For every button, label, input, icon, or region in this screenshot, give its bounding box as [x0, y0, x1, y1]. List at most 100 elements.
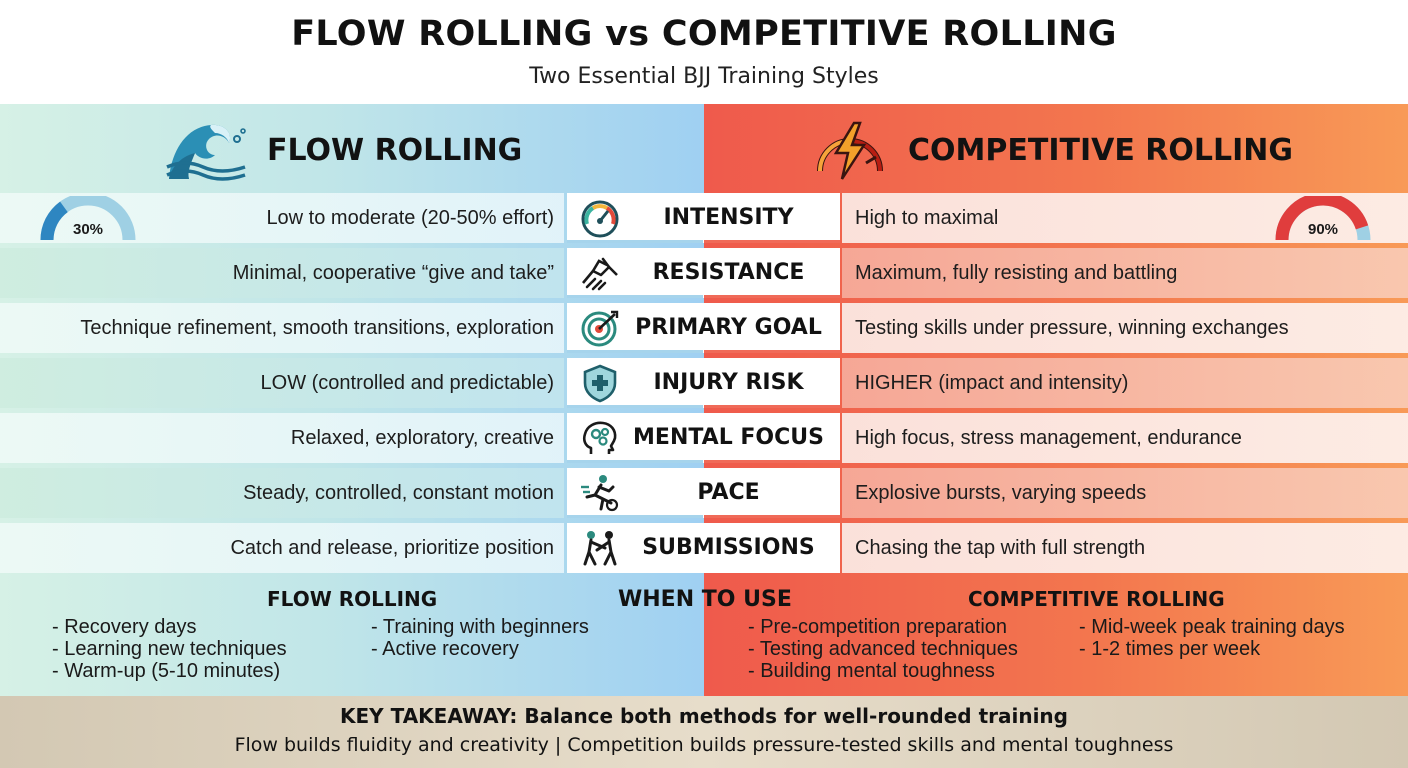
wave-icon — [166, 124, 246, 181]
list-item: - Building mental toughness — [748, 660, 995, 682]
competitive-cell: High focus, stress management, endurance — [842, 413, 1408, 463]
category-label: PRIMARY GOAL — [635, 315, 822, 340]
competitive-intensity-gauge: 90% — [1273, 192, 1373, 244]
key-takeaway-detail: Flow builds fluidity and creativity | Co… — [234, 734, 1174, 756]
competitive-usage-list: - Mid-week peak training days - 1-2 time… — [1079, 616, 1345, 660]
category-cell: SUBMISSIONS — [567, 523, 840, 573]
competitive-value: Chasing the tap with full strength — [855, 537, 1146, 559]
flow-cell: 30% Low to moderate (20-50% effort) — [0, 192, 564, 244]
category-label: RESISTANCE — [652, 260, 805, 285]
flow-cell: Steady, controlled, constant motion — [0, 468, 564, 518]
flow-usage-list: - Recovery days - Learning new technique… — [52, 616, 287, 682]
competitive-value: HIGHER (impact and intensity) — [855, 372, 1129, 394]
list-item: - Testing advanced techniques — [748, 638, 1018, 660]
competitive-cell: Maximum, fully resisting and battling — [842, 248, 1408, 298]
list-item: - Warm-up (5-10 minutes) — [52, 660, 281, 682]
category-label: PACE — [697, 480, 760, 505]
flow-heading-label: FLOW ROLLING — [267, 132, 523, 168]
category-cell: INTENSITY — [567, 193, 840, 243]
key-takeaway-footer: KEY TAKEAWAY: Balance both methods for w… — [0, 696, 1408, 768]
divider — [704, 405, 840, 408]
competitive-cell: High to maximal 90% — [842, 192, 1408, 244]
competitive-cell: Explosive bursts, varying speeds — [842, 468, 1408, 518]
flow-value: Catch and release, prioritize position — [230, 537, 554, 559]
competitive-heading: COMPETITIVE ROLLING — [810, 118, 1293, 182]
flow-cell: LOW (controlled and predictable) — [0, 358, 564, 408]
handshake-icon — [582, 257, 618, 291]
divider — [567, 350, 703, 353]
flow-usage-list: - Training with beginners - Active recov… — [371, 616, 589, 660]
flow-value: LOW (controlled and predictable) — [260, 372, 554, 394]
comparison-row-resistance: Minimal, cooperative “give and take” RES… — [0, 248, 1408, 298]
category-label: INTENSITY — [663, 205, 794, 230]
brain-icon — [582, 421, 617, 454]
comparison-row-pace: Steady, controlled, constant motion PACE… — [0, 468, 1408, 518]
divider — [704, 350, 840, 353]
category-cell: MENTAL FOCUS — [567, 413, 840, 463]
flow-value: Relaxed, exploratory, creative — [290, 427, 554, 449]
key-takeaway: KEY TAKEAWAY: Balance both methods for w… — [340, 704, 1068, 728]
competitive-value: Testing skills under pressure, winning e… — [855, 317, 1289, 339]
divider — [567, 240, 703, 243]
lightning-gauge-icon — [817, 121, 883, 180]
competitive-cell: HIGHER (impact and intensity) — [842, 358, 1408, 408]
flow-value: Steady, controlled, constant motion — [243, 482, 554, 504]
flow-value: Minimal, cooperative “give and take” — [232, 262, 554, 284]
category-label: INJURY RISK — [653, 370, 804, 395]
shield-icon — [583, 364, 617, 403]
flow-heading: FLOW ROLLING — [165, 118, 522, 182]
flow-value: Technique refinement, smooth transitions… — [80, 317, 554, 339]
comparison-row-intensity: 30% Low to moderate (20-50% effort) INTE… — [0, 192, 1408, 244]
list-item: - Pre-competition preparation — [748, 616, 1008, 638]
list-item: - Training with beginners — [371, 616, 589, 638]
when-to-use-heading: WHEN TO USE — [618, 587, 792, 612]
competitive-value: Explosive bursts, varying speeds — [855, 482, 1147, 504]
category-cell: INJURY RISK — [567, 358, 840, 408]
flow-value: Low to moderate (20-50% effort) — [266, 207, 554, 229]
flow-cell: Relaxed, exploratory, creative — [0, 413, 564, 463]
divider — [567, 460, 703, 463]
comparison-row-submissions: Catch and release, prioritize position S… — [0, 523, 1408, 573]
divider — [704, 460, 840, 463]
competitive-value: Maximum, fully resisting and battling — [855, 262, 1178, 284]
list-item: - Learning new techniques — [52, 638, 287, 660]
divider — [704, 240, 840, 243]
comparison-row-primary-goal: Technique refinement, smooth transitions… — [0, 303, 1408, 353]
category-label: SUBMISSIONS — [642, 535, 815, 560]
competitive-value: High to maximal — [855, 207, 999, 229]
competitive-cell: Chasing the tap with full strength — [842, 523, 1408, 573]
gauge-icon — [581, 200, 619, 238]
competitive-usage-list: - Pre-competition preparation - Testing … — [748, 616, 1018, 682]
category-cell: PRIMARY GOAL — [567, 303, 840, 353]
flow-intensity-gauge: 30% — [38, 192, 138, 244]
page-subtitle: Two Essential BJJ Training Styles — [529, 64, 879, 89]
divider — [567, 295, 703, 298]
category-cell: PACE — [567, 468, 840, 518]
flow-cell: Catch and release, prioritize position — [0, 523, 564, 573]
competitive-value: High focus, stress management, endurance — [855, 427, 1242, 449]
target-icon — [581, 310, 619, 347]
competitive-cell: Testing skills under pressure, winning e… — [842, 303, 1408, 353]
flow-usage-title: FLOW ROLLING — [267, 587, 438, 611]
flow-cell: Minimal, cooperative “give and take” — [0, 248, 564, 298]
divider — [567, 515, 703, 518]
divider — [567, 405, 703, 408]
list-item: - Mid-week peak training days — [1079, 616, 1345, 638]
list-item: - 1-2 times per week — [1079, 638, 1261, 660]
comparison-row-injury-risk: LOW (controlled and predictable) INJURY … — [0, 358, 1408, 408]
competitive-usage-title: COMPETITIVE ROLLING — [968, 587, 1225, 611]
list-item: - Recovery days — [52, 616, 197, 638]
runner-icon — [581, 475, 619, 512]
competitive-gauge-label: 90% — [1307, 221, 1339, 238]
page-title: FLOW ROLLING vs COMPETITIVE ROLLING — [291, 14, 1117, 54]
list-item: - Active recovery — [371, 638, 519, 660]
divider — [704, 515, 840, 518]
category-label: MENTAL FOCUS — [633, 425, 824, 450]
flow-cell: Technique refinement, smooth transitions… — [0, 303, 564, 353]
flow-gauge-label: 30% — [72, 221, 104, 238]
comparison-row-mental-focus: Relaxed, exploratory, creative MENTAL FO… — [0, 413, 1408, 463]
divider — [704, 295, 840, 298]
category-cell: RESISTANCE — [567, 248, 840, 298]
grappling-icon — [583, 531, 617, 566]
